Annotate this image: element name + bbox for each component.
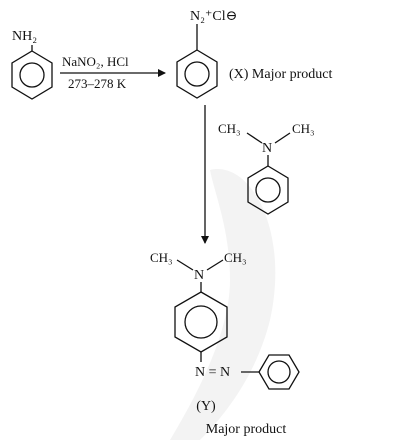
product-nitrogen: N <box>194 268 204 283</box>
product-x-label: (X) Major product <box>229 67 333 82</box>
dma-left-methyl-bond <box>246 132 263 144</box>
aniline-molecule: NH₂ <box>11 29 53 100</box>
diazonium-benzene-ring <box>176 49 218 99</box>
azo-product-molecule: CH₃ N CH₃ N = N (Y) Major product <box>150 250 300 437</box>
product-left-methyl-bond <box>176 259 194 271</box>
diazonium-aromatic-circle <box>184 61 210 87</box>
dma-aromatic-circle <box>255 177 281 203</box>
amino-group-label: NH₂ <box>12 29 37 44</box>
product-benzene-ring-2 <box>258 354 300 390</box>
reagents-label: NaNO₂, HCl <box>62 54 129 69</box>
diazonium-molecule: N₂⁺Cl⊖ (X) Major product <box>176 9 333 99</box>
product-y-label: Major product <box>206 422 287 437</box>
dma-methyl-left: CH₃ <box>218 121 241 136</box>
dma-nitrogen: N <box>262 141 272 156</box>
product-aromatic-circle-1 <box>184 305 218 339</box>
product-aromatic-circle-2 <box>267 360 291 384</box>
product-methyl-left: CH₃ <box>150 250 173 265</box>
reaction-arrow-1: NaNO₂, HCl 273–278 K <box>60 54 166 91</box>
azo-linkage: N = N <box>195 365 230 380</box>
product-y-id: (Y) <box>196 399 216 414</box>
dma-methyl-right: CH₃ <box>292 121 315 136</box>
product-right-methyl-bond <box>206 259 224 271</box>
aniline-aromatic-circle <box>19 62 45 88</box>
dma-right-methyl-bond <box>274 132 291 144</box>
product-methyl-right: CH₃ <box>224 250 247 265</box>
conditions-label: 273–278 K <box>68 76 127 91</box>
aniline-benzene-ring <box>11 50 53 100</box>
dimethylaniline-molecule: CH₃ N CH₃ <box>218 121 315 215</box>
diazonium-group-label: N₂⁺Cl⊖ <box>190 9 237 24</box>
dma-benzene-ring <box>247 165 289 215</box>
